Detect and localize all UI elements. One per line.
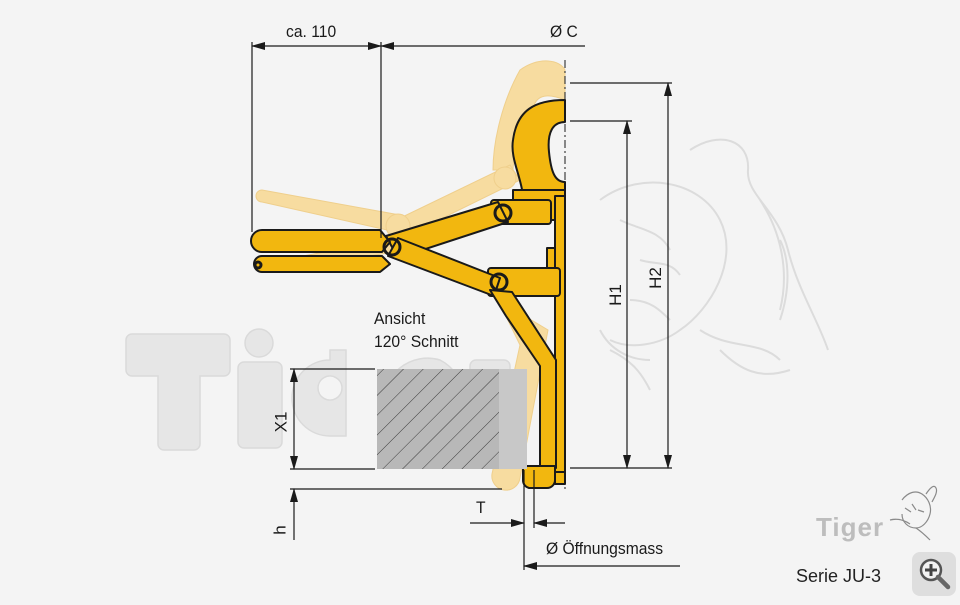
x1-label: X1 xyxy=(271,411,291,433)
pivot-pins xyxy=(253,203,513,292)
t-label: T xyxy=(476,498,486,517)
opening-dimension-label: Ø Öffnungsmass xyxy=(546,539,664,558)
width-dimension-label: ca. 110 xyxy=(286,22,337,41)
series-label: Serie JU-3 xyxy=(796,566,882,586)
section-shade xyxy=(499,369,527,469)
tiger-logo-animal xyxy=(889,485,938,541)
section-caption: Ansicht 120° Schnitt xyxy=(374,307,459,353)
diameter-c-label: Ø C xyxy=(550,22,578,41)
hatched-section xyxy=(377,369,499,469)
section-caption-line2: 120° Schnitt xyxy=(374,332,459,351)
dimension-lines xyxy=(251,42,680,570)
tiger-brand-text: Tiger xyxy=(816,512,885,542)
section-caption-line1: Ansicht xyxy=(374,309,426,328)
h2-label: H2 xyxy=(645,267,665,289)
zoom-in-button[interactable] xyxy=(912,552,956,596)
h1-label: H1 xyxy=(605,284,625,306)
h-label: h xyxy=(270,525,290,535)
clamp-body xyxy=(250,99,566,489)
zoom-in-icon xyxy=(919,558,951,590)
tiger-animal-watermark xyxy=(599,138,829,391)
